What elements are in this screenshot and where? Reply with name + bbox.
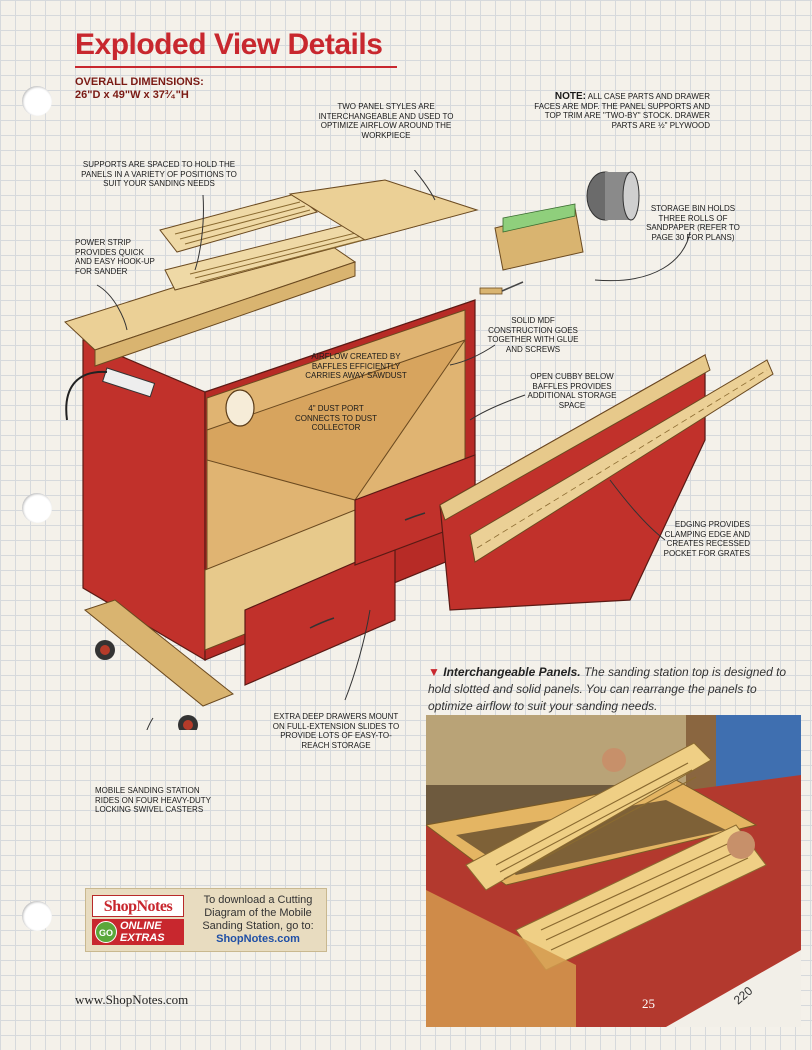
- go-icon: GO: [95, 921, 117, 943]
- promo-link[interactable]: ShopNotes.com: [216, 933, 300, 945]
- logo-brand: ShopNotes: [92, 895, 184, 917]
- callout-edging: EDGING PROVIDES CLAMPING EDGE AND CREATE…: [663, 520, 750, 558]
- callout-storage-bin: STORAGE BIN HOLDS THREE ROLLS OF SANDPAP…: [646, 204, 740, 242]
- extras-label: EXTRAS: [120, 932, 165, 944]
- page-title: Exploded View Details: [75, 28, 383, 61]
- promo-text: To download a Cutting Diagram of the Mob…: [202, 894, 314, 932]
- interchangeable-panels-photo: 220: [426, 715, 801, 1027]
- overall-dimensions-value: 26"D x 49"W x 37³⁄₄"H: [75, 89, 189, 101]
- binder-hole: [22, 86, 52, 116]
- callout-mobile: MOBILE SANDING STATION RIDES ON FOUR HEA…: [95, 786, 211, 814]
- online-extras-label: ONLINE EXTRAS: [120, 920, 165, 944]
- callout-solid-mdf: SOLID MDF CONSTRUCTION GOES TOGETHER WIT…: [487, 316, 579, 354]
- online-extras-promo[interactable]: ShopNotes GO ONLINE EXTRAS To download a…: [85, 888, 327, 952]
- title-rule: [75, 66, 397, 68]
- callout-airflow: AIRFLOW CREATED BY BAFFLES EFFICIENTLY C…: [305, 352, 407, 380]
- logo-band: GO ONLINE EXTRAS: [92, 919, 184, 945]
- callout-power-strip: POWER STRIP PROVIDES QUICK AND EASY HOOK…: [75, 238, 155, 276]
- footer-url[interactable]: www.ShopNotes.com: [75, 992, 189, 1007]
- callout-dust-port: 4" DUST PORT CONNECTS TO DUST COLLECTOR: [295, 404, 377, 432]
- online-label: ONLINE: [120, 920, 162, 932]
- callout-panel-styles: TWO PANEL STYLES ARE INTERCHANGEABLE AND…: [318, 102, 454, 140]
- binder-hole: [22, 493, 52, 523]
- overall-dimensions-heading: OVERALL DIMENSIONS:: [75, 76, 204, 88]
- binder-hole: [22, 901, 52, 931]
- note-block: NOTE: ALL CASE PARTS AND DRAWER FACES AR…: [530, 92, 710, 130]
- note-text: ALL CASE PARTS AND DRAWER FACES ARE MDF.…: [534, 92, 710, 130]
- caption-marker-icon: ▼: [428, 665, 440, 679]
- caption-text: The sanding station top is designed to h…: [428, 665, 787, 713]
- exploded-view-illustration: [64, 170, 774, 730]
- shopnotes-logo: ShopNotes GO ONLINE EXTRAS: [92, 895, 184, 945]
- note-label: NOTE:: [554, 91, 586, 102]
- photo-caption: ▼ Interchangeable Panels. The sanding st…: [428, 664, 788, 715]
- page-number: 25: [642, 996, 655, 1011]
- promo-text-block: To download a Cutting Diagram of the Mob…: [194, 894, 322, 946]
- callout-open-cubby: OPEN CUBBY BELOW BAFFLES PROVIDES ADDITI…: [527, 372, 617, 410]
- caption-lead: Interchangeable Panels.: [443, 665, 581, 679]
- callout-drawers: EXTRA DEEP DRAWERS MOUNT ON FULL-EXTENSI…: [272, 712, 400, 750]
- callout-supports: SUPPORTS ARE SPACED TO HOLD THE PANELS I…: [81, 160, 237, 188]
